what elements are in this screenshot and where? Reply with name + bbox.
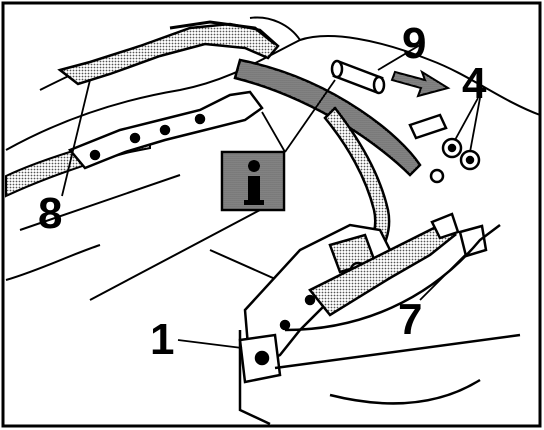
pin-9 xyxy=(330,59,386,95)
callout-4: 4 xyxy=(462,59,487,108)
arrow-right-icon xyxy=(390,69,451,98)
callout-1: 1 xyxy=(150,315,175,364)
callout-9: 9 xyxy=(402,19,427,68)
leader-lines xyxy=(61,44,481,349)
callout-7: 7 xyxy=(398,295,423,344)
arm-7 xyxy=(308,212,488,317)
info-icon xyxy=(220,150,286,212)
bracket-8 xyxy=(57,20,280,170)
callout-8: 8 xyxy=(38,189,63,238)
fasteners-4 xyxy=(408,113,481,184)
trunk-lid xyxy=(238,224,521,426)
hinge-assembly-1 xyxy=(238,223,392,384)
